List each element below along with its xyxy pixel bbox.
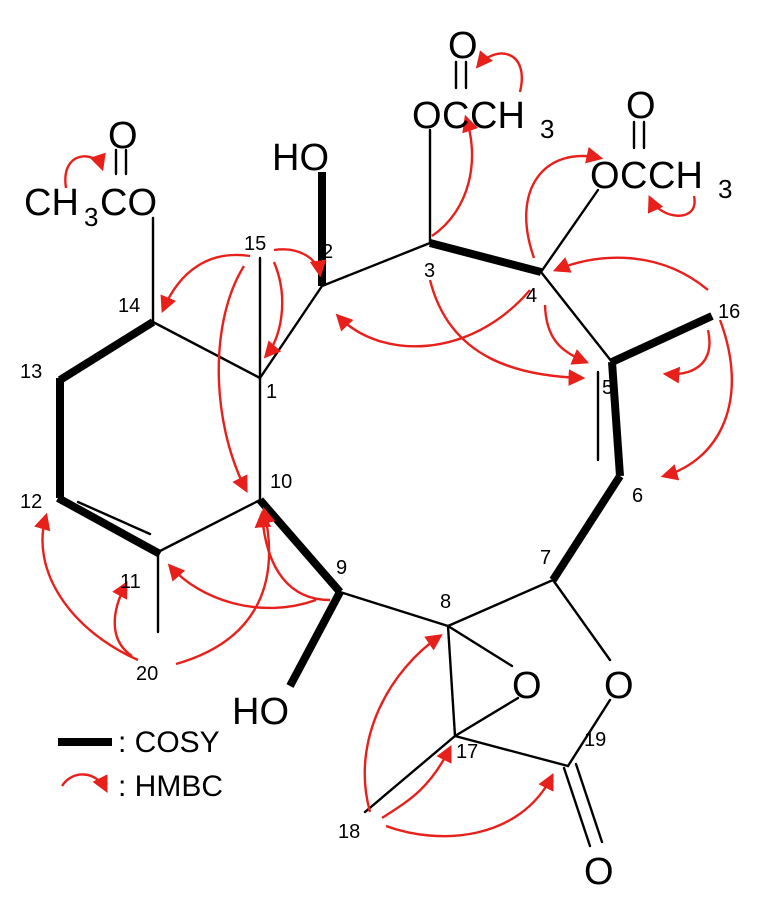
- bond-c19-o-b: [574, 762, 604, 844]
- lactone-o: O: [604, 665, 634, 707]
- position-numbers: 1 2 3 4 5 6 7 8 9 10 11 12 13 14 15 16 1…: [20, 233, 740, 843]
- oh-c9: HO: [232, 691, 289, 733]
- num-8: 8: [440, 591, 451, 613]
- hmbc-3-to-5: [428, 279, 586, 386]
- num-14: 14: [118, 295, 140, 317]
- carbonyl-o-19: O: [584, 851, 614, 893]
- num-11: 11: [120, 571, 141, 593]
- hmbc-4-to-oac-co: [525, 146, 604, 259]
- num-10: 10: [270, 471, 292, 493]
- atom-labels: O CH 3 CO HO O O C CH 3 O O C CH 3 HO O …: [24, 25, 732, 893]
- bond-o-c19: [566, 698, 612, 768]
- hmbc-9-to-11: [167, 563, 317, 610]
- oac4-sub3: 3: [718, 174, 732, 204]
- hmbc-20-to-11: [112, 581, 133, 657]
- bond-c4-c5: [539, 270, 614, 364]
- hmbc-16-to-5: [662, 329, 711, 384]
- oac3-o: O: [412, 95, 442, 137]
- hmbc-ch3-to-co-4: [647, 194, 696, 217]
- hmbc-15-to-1: [263, 261, 284, 359]
- oac3-carbonyl-o: O: [448, 25, 478, 67]
- hmbc-ch3-to-co-14: [64, 152, 106, 189]
- num-9: 9: [336, 557, 347, 579]
- hmbc-3-to-oac-co: [431, 114, 479, 237]
- bond-c8-c7: [446, 578, 555, 628]
- hmbc-15-to-2: [273, 248, 327, 278]
- num-20: 20: [136, 663, 158, 685]
- oh-c2: HO: [272, 137, 329, 179]
- cosy-c5-c6: [608, 361, 624, 477]
- hmbc-16-to-6: [660, 319, 734, 481]
- legend-hmbc-arrow: [60, 773, 108, 794]
- oac3-sub3: 3: [540, 114, 554, 144]
- num-6: 6: [632, 485, 643, 507]
- bond-c14-c1: [151, 320, 262, 380]
- hmbc-20-to-12: [34, 512, 139, 662]
- cosy-c6-c7: [549, 473, 624, 583]
- cosy-c10-c9: [256, 497, 344, 595]
- cosy-c5-c16: [610, 312, 714, 366]
- num-4: 4: [526, 285, 537, 307]
- hmbc-18-to-17: [381, 744, 452, 820]
- bond-c2-c3: [320, 241, 432, 288]
- num-19: 19: [584, 729, 606, 751]
- hmbc-16-to-4: [552, 256, 709, 291]
- oac4-c: C: [620, 155, 647, 197]
- oac3-ch: CH: [470, 95, 525, 137]
- hmbc-18-to-19: [385, 772, 554, 838]
- bond-c8-c17: [446, 624, 457, 738]
- oac14-ch: CH: [24, 182, 79, 224]
- num-16: 16: [718, 301, 740, 323]
- bond-c8-o: [446, 624, 514, 668]
- bond-c17-o: [453, 696, 520, 738]
- cosy-c9-oh: [286, 590, 344, 688]
- oac3-c: C: [442, 95, 469, 137]
- num-7: 7: [540, 547, 551, 569]
- bond-c9-c8: [338, 590, 450, 628]
- num-18: 18: [338, 821, 360, 843]
- hmbc-arrows: [34, 50, 734, 838]
- legend: : COSY : HMBC: [58, 726, 223, 803]
- hmbc-4-to-5: [543, 304, 590, 365]
- bond-c4-o: [539, 188, 600, 274]
- num-3: 3: [424, 260, 435, 282]
- bond-c12-c11-double: [76, 500, 152, 536]
- hmbc-15-to-10: [217, 265, 248, 493]
- oac14-carbonyl-o: O: [108, 115, 138, 157]
- bond-c19-c17: [453, 734, 570, 768]
- bond-c1-c2: [258, 284, 324, 380]
- oac14-sub3: 3: [84, 202, 98, 232]
- cosy-c13-c14: [57, 318, 156, 384]
- bond-c17-c18: [363, 734, 457, 814]
- oac4-ch: CH: [648, 155, 703, 197]
- hmbc-9-to-10: [254, 510, 331, 602]
- num-1: 1: [266, 381, 277, 403]
- hmbc-ch3-to-co-3: [475, 50, 523, 93]
- num-5: 5: [602, 377, 613, 399]
- num-17: 17: [456, 741, 478, 763]
- bonds-thin: [76, 60, 646, 848]
- hmbc-18-to-8: [363, 634, 443, 813]
- num-15: 15: [244, 233, 266, 255]
- legend-hmbc-label: : HMBC: [118, 770, 223, 803]
- cosy-c3-c4: [428, 239, 543, 276]
- bond-c19-o-a: [562, 766, 592, 848]
- oac4-carbonyl-o: O: [626, 85, 656, 127]
- num-13: 13: [20, 361, 42, 383]
- bonds-cosy: [56, 172, 714, 688]
- legend-cosy-label: : COSY: [118, 726, 220, 759]
- num-2: 2: [322, 241, 333, 263]
- oac14-co: CO: [100, 182, 157, 224]
- hmbc-4-to-2: [335, 289, 531, 348]
- hmbc-15-to-14: [160, 253, 251, 314]
- bond-c10-c11: [156, 498, 262, 554]
- cosy-c12-c11: [56, 494, 162, 558]
- bond-c7-o: [551, 578, 612, 662]
- oac4-o: O: [590, 155, 620, 197]
- hmbc-20-to-10: [175, 506, 276, 666]
- num-12: 12: [20, 491, 42, 513]
- epoxide-o: O: [512, 665, 542, 707]
